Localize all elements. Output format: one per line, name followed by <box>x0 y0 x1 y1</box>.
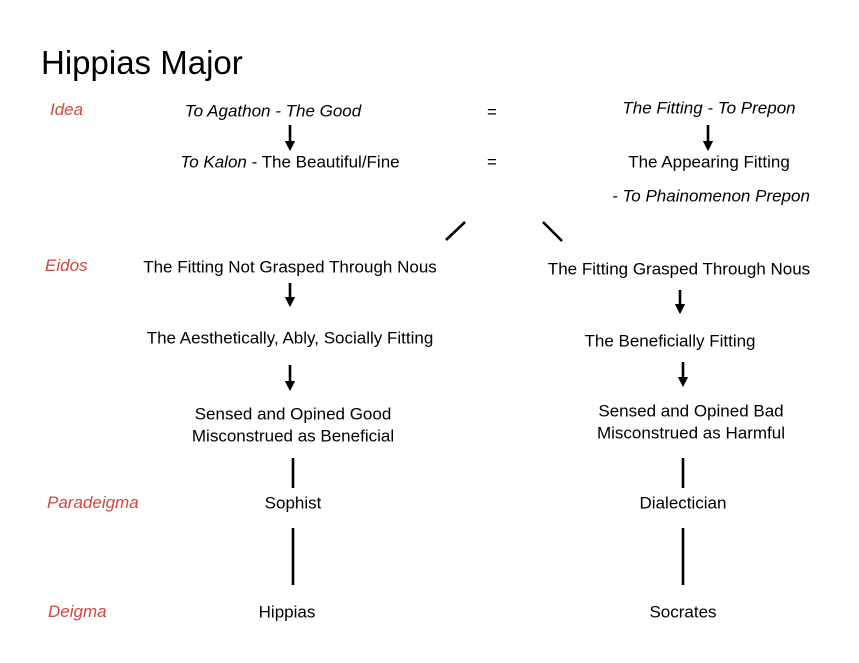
left-judgment-1: Sensed and Opined Good <box>194 404 392 424</box>
to-kalon: To Kalon - The Beautiful/Fine <box>180 152 399 173</box>
appearing-fitting: The Appearing Fitting <box>628 152 790 172</box>
to-kalon-term: To Kalon <box>180 152 247 172</box>
left-eidos: The Fitting Not Grasped Through Nous <box>143 257 437 277</box>
equals-sign-bottom: = <box>487 152 497 172</box>
equals-sign-top: = <box>487 102 497 122</box>
level-label-deigma: Deigma <box>48 602 107 621</box>
right-judgment-2: Misconstrued as Harmful <box>596 423 786 443</box>
level-label-paradeigma: Paradeigma <box>47 493 139 512</box>
right-mode: The Beneficially Fitting <box>584 331 756 351</box>
left-mode: The Aesthetically, Ably, Socially Fittin… <box>146 328 434 348</box>
right-deigma: Socrates <box>649 602 717 622</box>
to-phainomenon-prepon: - To Phainomenon Prepon <box>612 186 810 206</box>
right-judgment-1: Sensed and Opined Bad <box>598 401 784 421</box>
right-paradeigma: Dialectician <box>639 493 727 513</box>
to-agathon: To Agathon - The Good <box>184 101 362 121</box>
branch-right-line <box>542 221 563 242</box>
left-paradeigma: Sophist <box>264 493 322 513</box>
level-label-idea: Idea <box>50 100 84 119</box>
left-deigma: Hippias <box>258 602 316 622</box>
page-title: Hippias Major <box>41 44 243 81</box>
to-prepon: The Fitting - To Prepon <box>622 98 796 118</box>
branch-left-line <box>445 221 466 241</box>
level-label-eidos: Eidos <box>45 256 88 275</box>
to-kalon-gloss: - The Beautiful/Fine <box>246 152 400 172</box>
left-judgment-2: Misconstrued as Beneficial <box>191 426 395 446</box>
right-eidos: The Fitting Grasped Through Nous <box>547 259 811 279</box>
